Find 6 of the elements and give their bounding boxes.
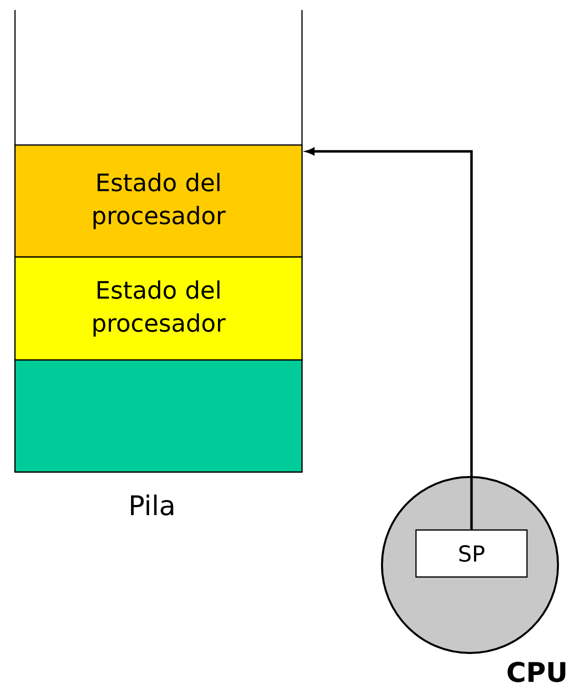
node-caption: Pila — [131, 494, 174, 516]
stack-frame: Estado del procesador — [14, 256, 303, 361]
register-box: SP — [415, 529, 528, 578]
node-caption: CPU — [508, 662, 566, 682]
stack-frame — [14, 359, 303, 473]
stack-frame: Estado del procesador — [14, 144, 303, 258]
